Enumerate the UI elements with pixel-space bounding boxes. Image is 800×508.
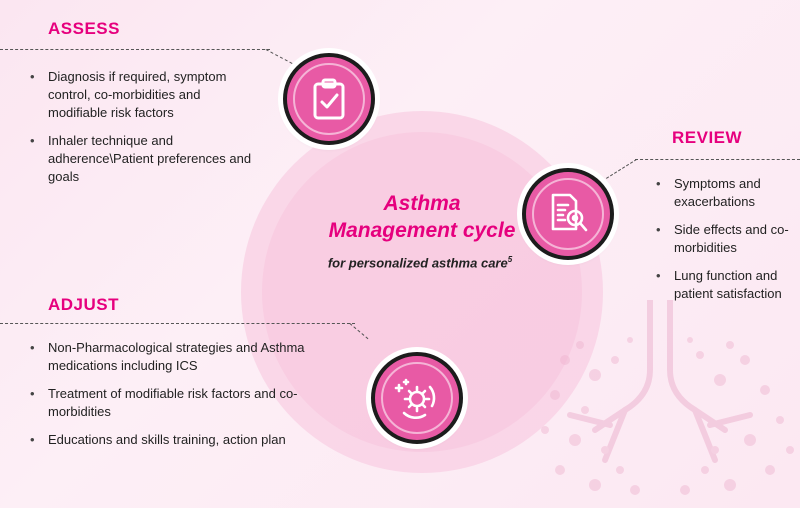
center-title: Asthma Management cycle bbox=[322, 190, 522, 244]
list-item: Lung function and patient satisfaction bbox=[656, 267, 796, 303]
list-item: Symptoms and exacerbations bbox=[656, 175, 796, 211]
list-item: Educations and skills training, action p… bbox=[30, 431, 310, 449]
assess-badge bbox=[283, 53, 375, 145]
adjust-list: Non-Pharmacological strategies and Asthm… bbox=[30, 339, 310, 459]
list-item: Treatment of modifiable risk factors and… bbox=[30, 385, 310, 421]
adjust-badge bbox=[371, 352, 463, 444]
lungs-illustration bbox=[541, 300, 794, 495]
list-item: Side effects and co-morbidities bbox=[656, 221, 796, 257]
adjust-connector bbox=[0, 323, 355, 324]
assess-connector bbox=[0, 49, 270, 50]
list-item: Inhaler technique and adherence\Patient … bbox=[30, 132, 262, 186]
adjust-heading: ADJUST bbox=[48, 295, 120, 314]
list-item: Non-Pharmacological strategies and Asthm… bbox=[30, 339, 310, 375]
review-badge bbox=[522, 168, 614, 260]
center-subtitle: for personalized asthma care5 bbox=[270, 255, 570, 270]
review-list: Symptoms and exacerbations Side effects … bbox=[656, 175, 796, 313]
assess-connector-diag bbox=[265, 49, 293, 64]
review-connector-diag bbox=[606, 158, 638, 179]
review-heading: REVIEW bbox=[672, 128, 743, 147]
center-title-line2: Management cycle bbox=[328, 219, 516, 242]
review-connector bbox=[635, 159, 800, 160]
document-magnifier-icon bbox=[551, 193, 588, 232]
center-subtitle-text: for personalized asthma care bbox=[327, 255, 508, 271]
badge-ring bbox=[293, 63, 365, 135]
badge-ring bbox=[381, 362, 453, 434]
assess-list: Diagnosis if required, symptom control, … bbox=[30, 68, 262, 196]
center-title-line1: Asthma bbox=[383, 192, 461, 215]
clipboard-check-icon bbox=[313, 78, 345, 120]
assess-heading: ASSESS bbox=[48, 19, 120, 38]
badge-ring bbox=[532, 178, 604, 250]
list-item: Diagnosis if required, symptom control, … bbox=[30, 68, 262, 122]
reference-superscript: 5 bbox=[507, 255, 513, 264]
gear-cycle-icon bbox=[394, 378, 436, 420]
